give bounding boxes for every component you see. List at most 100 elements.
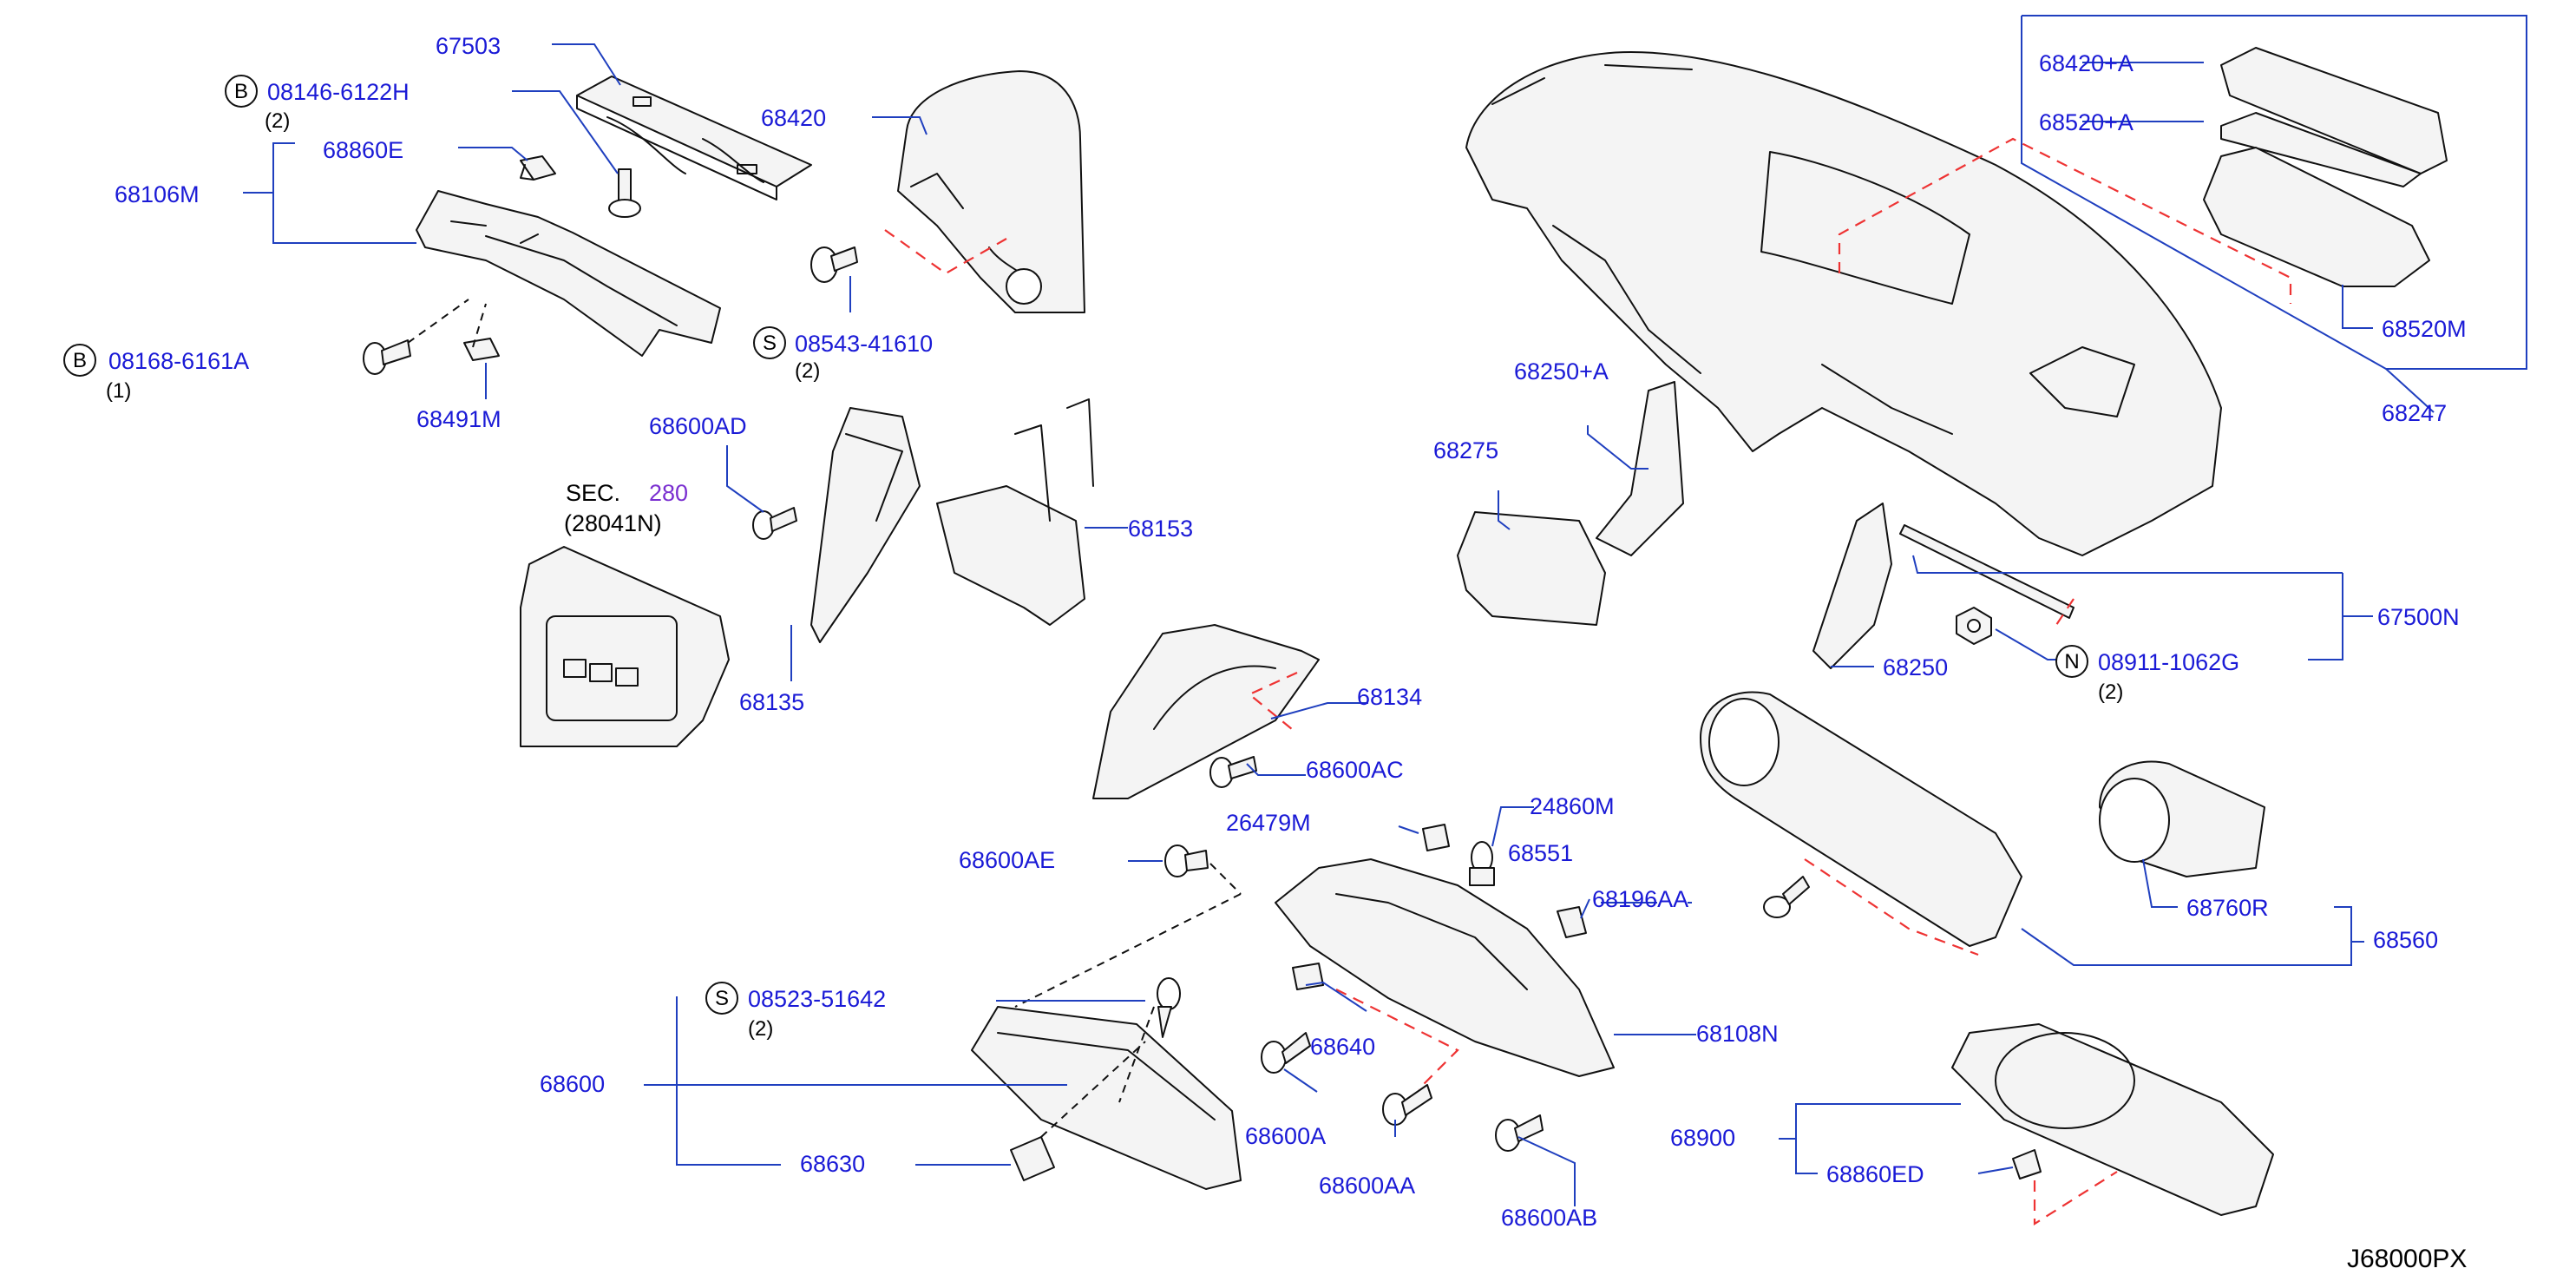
badge-letter: N: [2064, 650, 2079, 674]
part-glove-box-68600: [971, 1006, 1242, 1190]
part-67503-bracket: [576, 76, 812, 200]
callout-08168[interactable]: B 08168-6161A (1): [63, 344, 249, 403]
badge-circle-icon: [753, 326, 786, 359]
label-68420[interactable]: 68420: [761, 105, 826, 131]
diagram-id: J68000PX: [2347, 1245, 2467, 1273]
part-screw-68600AE: [1164, 844, 1209, 877]
label-68106M[interactable]: 68106M: [115, 181, 200, 207]
part-code: 08911-1062G: [2098, 649, 2239, 675]
label-68640[interactable]: 68640: [1310, 1034, 1375, 1060]
part-audio-panel-sec280: [520, 546, 730, 747]
part-switch-68196AA: [1557, 906, 1587, 938]
part-screw-68600A: [1261, 1032, 1311, 1074]
part-finisher-68520A: [2220, 112, 2422, 187]
part-meter-hood-68420: [897, 70, 1085, 313]
label-68196AA[interactable]: 68196AA: [1592, 886, 1688, 912]
part-screw-68600AB: [1495, 1114, 1544, 1152]
badge-letter: B: [73, 349, 87, 372]
label-68600AE[interactable]: 68600AE: [959, 847, 1055, 873]
part-clip-68491M: [463, 338, 500, 361]
label-67500N[interactable]: 67500N: [2377, 604, 2460, 630]
label-68247[interactable]: 68247: [2382, 400, 2447, 426]
callout-08911[interactable]: N 08911-1062G (2): [2055, 645, 2239, 704]
part-screw-08523: [1157, 977, 1181, 1038]
label-68275[interactable]: 68275: [1433, 437, 1498, 463]
part-bar-67500N: [1899, 524, 2075, 619]
part-duct-68560: [1700, 691, 2022, 947]
badge-circle-icon: [225, 75, 258, 108]
part-panel-68520M: [2203, 147, 2430, 287]
part-cup-holder-68900: [1951, 1023, 2274, 1216]
label-68600AA[interactable]: 68600AA: [1319, 1173, 1415, 1199]
section-reference[interactable]: SEC. 280 (28041N): [564, 480, 688, 536]
section-number: 280: [649, 480, 688, 506]
label-68153[interactable]: 68153: [1128, 516, 1193, 542]
part-instrument-panel: [1465, 51, 2222, 556]
part-bracket-68153: [936, 398, 1094, 626]
section-prefix: SEC.: [566, 480, 620, 506]
callout-08146[interactable]: B 08146-6122H (2): [225, 75, 410, 133]
part-bracket-68250: [1812, 503, 1892, 669]
label-68250[interactable]: 68250: [1883, 654, 1948, 680]
part-screw-duct: [1763, 876, 1810, 918]
quantity: (2): [795, 359, 820, 383]
part-screw-68600AA: [1382, 1084, 1432, 1126]
part-code: 08146-6122H: [267, 79, 410, 105]
label-68760R[interactable]: 68760R: [2186, 895, 2269, 921]
label-68420A[interactable]: 68420+A: [2039, 50, 2134, 76]
label-68600AD[interactable]: 68600AD: [649, 413, 747, 439]
part-code: 08543-41610: [795, 331, 933, 357]
part-screw-68600AC: [1209, 756, 1257, 788]
part-code: 08168-6161A: [108, 348, 249, 374]
part-code: 08523-51642: [748, 986, 886, 1012]
label-68600A[interactable]: 68600A: [1245, 1123, 1326, 1149]
label-67503[interactable]: 67503: [436, 33, 501, 59]
part-cover-68106M: [416, 190, 721, 357]
label-68600AC[interactable]: 68600AC: [1306, 757, 1404, 783]
part-knee-panel-68134: [1092, 624, 1320, 799]
part-cluster-lid-68420A: [2220, 47, 2448, 174]
label-68560[interactable]: 68560: [2373, 927, 2438, 953]
part-screw-08543: [810, 246, 858, 283]
label-68860E[interactable]: 68860E: [323, 137, 403, 163]
part-side-panel-68135: [810, 407, 921, 643]
part-lamp-26479M: [1422, 824, 1450, 851]
badge-circle-icon: [2055, 645, 2088, 678]
callout-08543[interactable]: S 08543-41610 (2): [753, 326, 933, 383]
label-68860ED[interactable]: 68860ED: [1826, 1161, 1924, 1187]
leader-lines: [243, 15, 2527, 1206]
part-lock-68630: [1010, 1136, 1055, 1181]
part-bulb-24860M: [1469, 841, 1495, 886]
part-screw-08168: [363, 339, 411, 375]
label-68135[interactable]: 68135: [739, 689, 804, 715]
label-68520M[interactable]: 68520M: [2382, 316, 2467, 342]
badge-circle-icon: [63, 344, 96, 377]
label-68900[interactable]: 68900: [1670, 1125, 1735, 1151]
callout-08523[interactable]: S 08523-51642 (2): [705, 982, 886, 1041]
quantity: (1): [106, 379, 131, 403]
part-bolt-08146: [608, 168, 641, 218]
label-26479M[interactable]: 26479M: [1226, 810, 1311, 836]
label-68134[interactable]: 68134: [1357, 684, 1422, 710]
label-68491M[interactable]: 68491M: [416, 406, 501, 432]
label-68250A[interactable]: 68250+A: [1514, 358, 1609, 384]
label-68630[interactable]: 68630: [800, 1151, 865, 1177]
label-68551[interactable]: 68551: [1508, 840, 1573, 866]
part-clip-68860ED: [2012, 1149, 2042, 1180]
badge-letter: S: [715, 987, 729, 1010]
label-68600[interactable]: 68600: [540, 1071, 605, 1097]
part-clip-68860E: [520, 155, 556, 181]
label-24860M[interactable]: 24860M: [1530, 793, 1615, 819]
quantity: (2): [2098, 680, 2123, 704]
badge-circle-icon: [705, 982, 738, 1015]
part-nut-08911: [1956, 607, 1992, 645]
part-glove-surround-68108N: [1275, 858, 1615, 1077]
label-68600AB[interactable]: 68600AB: [1501, 1205, 1597, 1231]
label-68108N[interactable]: 68108N: [1696, 1021, 1779, 1047]
part-screw-68600AD: [752, 507, 797, 540]
badge-letter: B: [234, 80, 248, 103]
badge-letter: S: [763, 332, 777, 355]
label-68520A[interactable]: 68520+A: [2039, 109, 2134, 135]
quantity: (2): [265, 109, 290, 133]
